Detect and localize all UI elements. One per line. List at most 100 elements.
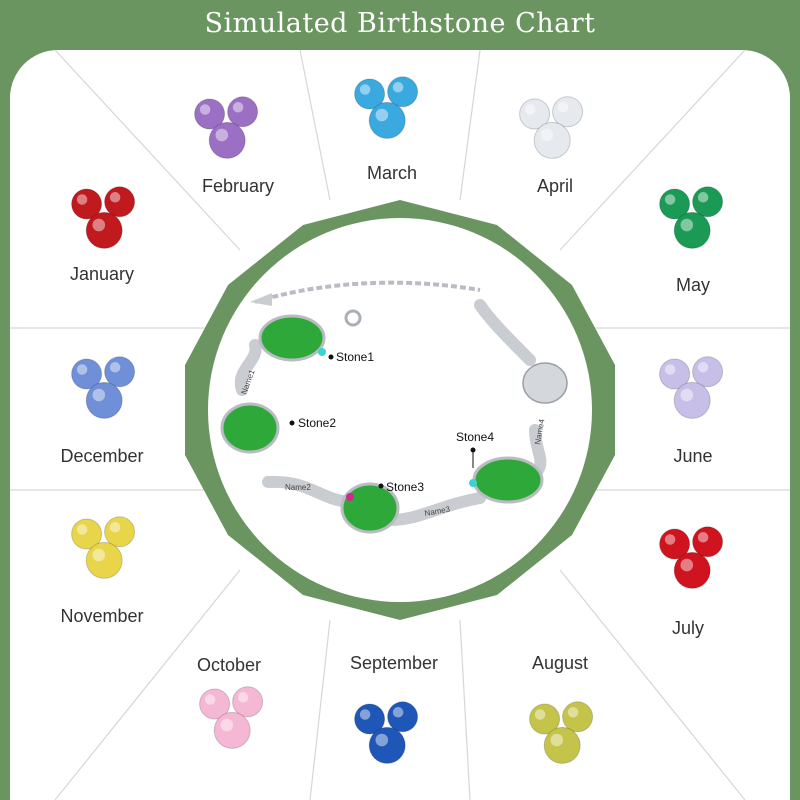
gem-december [85, 381, 123, 419]
gem-highlight [524, 104, 536, 115]
month-label-august: August [531, 653, 589, 673]
stone1-label: Stone1 [336, 350, 374, 364]
gem-october [199, 688, 231, 720]
gem-highlight [375, 108, 389, 122]
gem-july [692, 526, 724, 558]
gem-may [673, 211, 711, 249]
bracelet-link [262, 475, 356, 508]
gem-january [71, 188, 103, 220]
gem-highlight [220, 718, 234, 732]
stone2-label: Stone2 [298, 416, 336, 430]
gem-november [71, 518, 103, 550]
stone3-marker [378, 483, 384, 489]
stone1-bead [318, 348, 326, 356]
gem-highlight [109, 522, 121, 533]
chart-panel: Name1 Name2 Name3 Name4 Stone1 Stone2 St… [10, 50, 790, 800]
gem-highlight [392, 707, 404, 718]
gem-october [232, 686, 264, 718]
lobster-clasp [344, 309, 362, 327]
gem-highlight [540, 128, 554, 142]
center-circle [208, 218, 592, 602]
bracelet-link [529, 424, 547, 476]
segment-dividers [10, 50, 790, 800]
month-label-october: October [196, 655, 262, 675]
gem-clusters [71, 76, 724, 764]
gem-highlight [359, 709, 371, 720]
gem-december [104, 356, 136, 388]
gem-november [104, 516, 136, 548]
green-frog-charm [340, 482, 400, 534]
silver-frog-charm [522, 362, 568, 404]
gem-highlight [392, 82, 404, 93]
gem-highlight [92, 388, 106, 402]
gem-october [213, 711, 251, 749]
chain-tag [250, 293, 272, 306]
gem-highlight [199, 104, 211, 115]
gem-highlight [664, 364, 676, 375]
gem-june [673, 381, 711, 419]
gem-september [387, 701, 419, 733]
gem-highlight [550, 733, 564, 747]
gem-july [659, 528, 691, 560]
stone3-label: Stone3 [386, 480, 424, 494]
gem-june [692, 356, 724, 388]
month-label-december: December [60, 446, 144, 466]
gem-highlight [76, 364, 88, 375]
gem-june [659, 358, 691, 390]
chart-title: Simulated Birthstone Chart [204, 8, 596, 39]
bracelet-link [474, 299, 536, 366]
gem-december [71, 358, 103, 390]
month-label-june: June [673, 446, 713, 466]
month-label-september: September [349, 653, 439, 673]
gem-highlight [109, 192, 121, 203]
month-label-march: March [366, 163, 417, 183]
month-label-may: May [675, 275, 710, 295]
gem-highlight [664, 194, 676, 205]
gem-highlight [92, 218, 106, 232]
green-frog-charm [220, 402, 280, 454]
gem-highlight [557, 102, 569, 113]
gem-highlight [76, 524, 88, 535]
gem-highlight [92, 548, 106, 562]
gem-september [354, 703, 386, 735]
gem-march [387, 76, 419, 108]
gem-january [85, 211, 123, 249]
gem-april [552, 96, 584, 128]
gem-highlight [359, 84, 371, 95]
gem-highlight [204, 694, 216, 705]
gem-november [85, 541, 123, 579]
month-label-november: November [60, 606, 144, 626]
bracelet: Name1 Name2 Name3 Name4 Stone1 Stone2 St… [220, 280, 568, 534]
gem-highlight [680, 558, 694, 572]
gem-highlight [664, 534, 676, 545]
month-label-april: April [536, 176, 573, 196]
gem-highlight [680, 388, 694, 402]
gem-february [208, 121, 246, 159]
gem-september [368, 726, 406, 764]
engraving-name2: Name2 [285, 483, 311, 492]
extension-chain [254, 280, 481, 304]
month-label-february: February [201, 176, 275, 196]
stone1-marker [328, 354, 334, 360]
stone4-label: Stone4 [456, 430, 494, 444]
gem-highlight [232, 102, 244, 113]
gem-february [194, 98, 226, 130]
gem-highlight [109, 362, 121, 373]
gem-august [562, 701, 594, 733]
gem-january [104, 186, 136, 218]
gem-august [543, 726, 581, 764]
gem-highlight [375, 733, 389, 747]
gem-may [659, 188, 691, 220]
green-frog-charm [258, 314, 326, 362]
month-label-january: January [69, 264, 135, 284]
gem-may [692, 186, 724, 218]
gem-february [227, 96, 259, 128]
gem-highlight [697, 192, 709, 203]
bracelet-link [384, 492, 486, 526]
bracelet-link [234, 339, 262, 396]
gem-july [673, 551, 711, 589]
stone4-bead [469, 479, 477, 487]
gem-april [519, 98, 551, 130]
gem-highlight [697, 532, 709, 543]
